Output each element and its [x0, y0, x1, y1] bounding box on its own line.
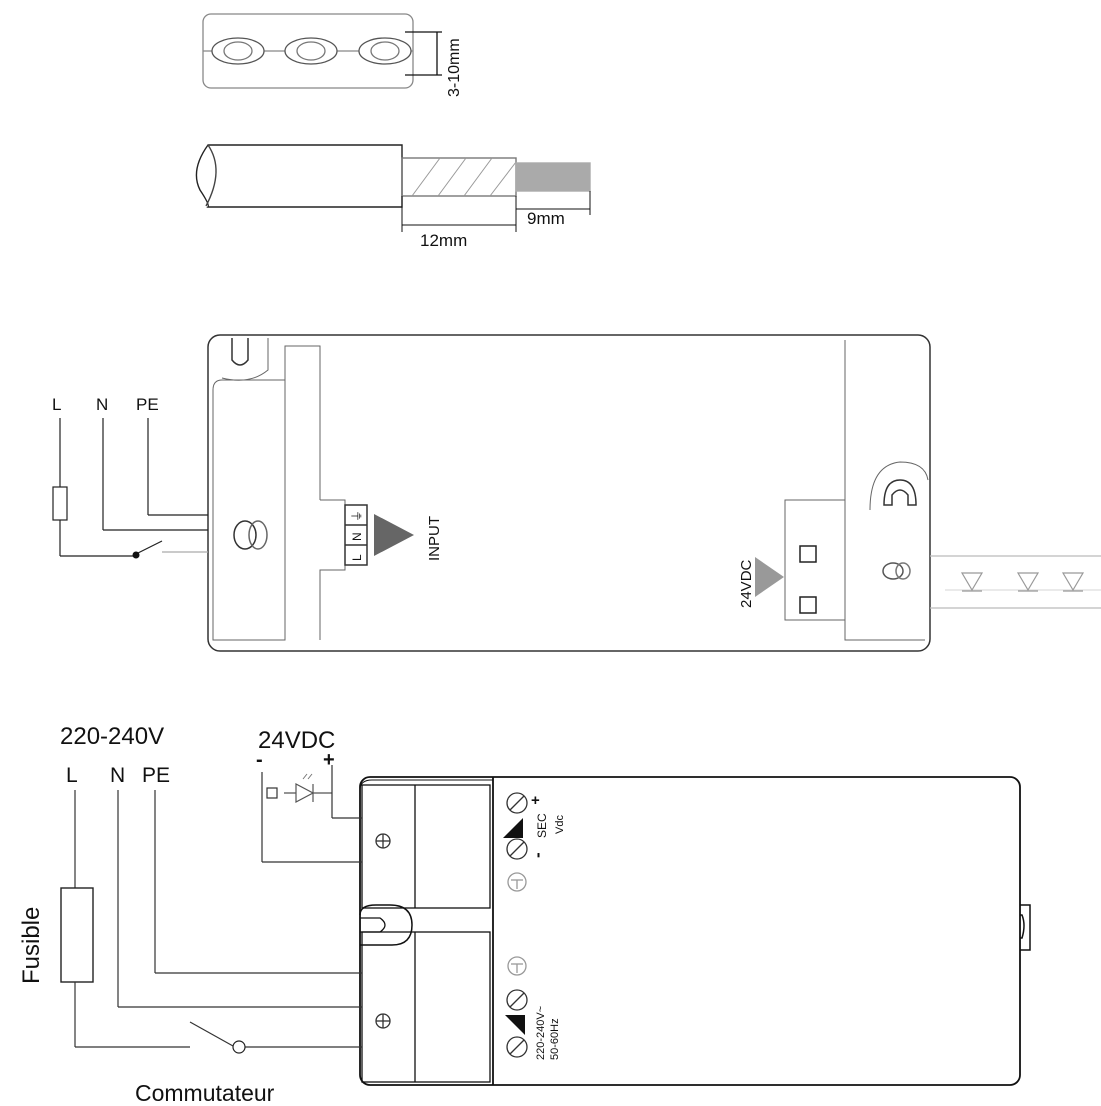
fuse-label: Fusible: [18, 907, 45, 984]
output-arrow-icon: [755, 557, 784, 597]
strip-inner-length-label: 9mm: [527, 209, 565, 228]
input-terminal-block: [344, 504, 368, 566]
switch-label: Commutateur: [135, 1080, 275, 1106]
terminal-clamp-shapes: [211, 37, 412, 65]
secondary-minus-sign: -: [528, 852, 547, 858]
sec-earth-screw-icon: [507, 872, 527, 892]
cable-bare-conductor: [515, 162, 591, 192]
secondary-sec-label: SEC: [535, 813, 549, 838]
top-label-l: L: [52, 395, 61, 414]
driver-top-housing: [207, 334, 931, 652]
top-left-hole: [233, 520, 257, 550]
lower-terminal-cover: [361, 931, 491, 1083]
output-voltage-label: 24VDC: [738, 559, 755, 608]
top-switch-lever: [137, 540, 163, 554]
cable-jacket: [195, 144, 403, 208]
strip-dimension-lines: [401, 191, 591, 232]
output-plus-sign: +: [323, 749, 335, 771]
secondary-plus-sign: +: [531, 792, 540, 809]
pri-l-screw-icon: [506, 989, 528, 1011]
bottom-led-pad: [266, 787, 278, 799]
strip-outer-length-label: 12mm: [420, 231, 467, 250]
pri-earth-screw-icon: [507, 956, 527, 976]
top-fuse-icon: [52, 486, 68, 521]
bottom-label-pe: PE: [142, 764, 170, 787]
bottom-switch-contact: [232, 1040, 246, 1054]
primary-arrow-icon: [505, 1015, 525, 1035]
top-right-hole: [882, 562, 904, 580]
top-switch-contact: [132, 551, 140, 559]
top-label-n: N: [96, 395, 108, 414]
bottom-switch-lever: [189, 1021, 234, 1047]
pri-n-screw-icon: [506, 1036, 528, 1058]
upper-terminal-cover: [361, 784, 491, 909]
terminal-label-l: L: [350, 554, 364, 561]
terminal-screws: [375, 792, 528, 1058]
secondary-arrow-icon: [503, 818, 523, 838]
sec-plus-screw-icon: [506, 792, 528, 814]
top-mains-wiring: [52, 418, 208, 557]
input-arrow-icon: [374, 514, 414, 556]
supply-voltage-label: 220-240V: [60, 723, 164, 750]
top-led-strip: [930, 555, 1101, 609]
cable-insulation: [401, 157, 517, 197]
top-left-mount-slot: [231, 338, 249, 366]
output-terminal-upper: [799, 545, 817, 563]
top-led-diode-icon: [1061, 572, 1085, 592]
gauge-dimension-label: 3-10mm: [446, 38, 463, 97]
input-label: INPUT: [426, 516, 443, 561]
bottom-fuse-icon: [60, 887, 94, 983]
bottom-left-mount-slot: [359, 904, 413, 946]
terminal-label-n: N: [350, 532, 364, 541]
top-led-diode-icon: [960, 572, 984, 592]
secondary-unit-label: Vdc: [554, 815, 566, 834]
sec-minus-screw-icon: [506, 838, 528, 860]
output-terminal-lower: [799, 596, 817, 614]
bottom-led-wiring: [261, 765, 362, 863]
driver-bottom-housing: [359, 776, 1031, 1086]
bottom-label-n: N: [110, 764, 125, 787]
bottom-mains-wiring: [60, 790, 362, 1048]
output-minus-sign: -: [256, 749, 263, 771]
top-label-pe: PE: [136, 395, 159, 414]
top-right-mount-slot: [883, 479, 917, 506]
primary-frequency-label: 50-60Hz: [549, 1018, 561, 1060]
bottom-right-mount-tab: [1020, 904, 1031, 951]
primary-voltage-label: 220-240V~: [535, 1006, 547, 1060]
terminal-gauge-figure: [202, 13, 442, 89]
terminal-label-earth: ⏚: [350, 510, 364, 522]
output-voltage-label-bottom: 24VDC: [258, 727, 335, 754]
top-led-diode-icon: [1016, 572, 1040, 592]
gauge-dimension-arrow: [405, 31, 442, 76]
bottom-label-l: L: [66, 764, 78, 787]
cable-strip-figure: [195, 144, 591, 232]
bottom-led-diode-icon: [295, 783, 315, 803]
